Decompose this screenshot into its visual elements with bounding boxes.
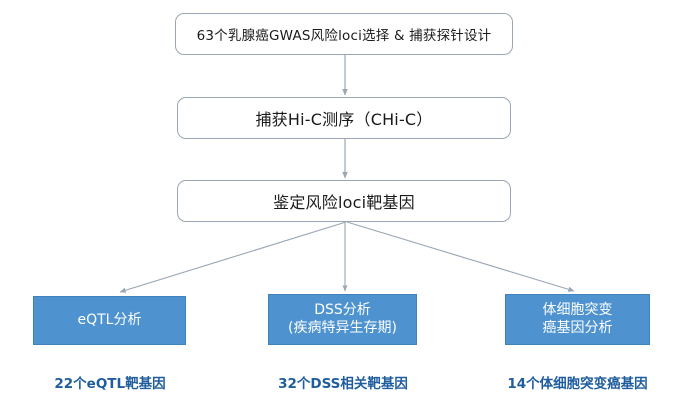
analysis-box-line-1: eQTL分析 (77, 311, 142, 328)
connector-stage2-analysis-somatic (346, 221, 575, 292)
stage-box-capture-hic: 捕获Hi-C测序（CHi-C） (177, 97, 511, 139)
stage-box-target-gene-identification: 鉴定风险loci靶基因 (177, 180, 511, 222)
result-label-eqtl-genes: 22个eQTL靶基因 (54, 376, 166, 392)
result-label-dss-genes: 32个DSS相关靶基因 (278, 376, 408, 392)
stage-box-label: 63个乳腺癌GWAS风险loci选择 & 捕获探针设计 (196, 28, 492, 44)
analysis-box-dss: DSS分析 (疾病特异生存期) (268, 294, 417, 345)
analysis-box-line-2: (疾病特异生存期) (288, 319, 397, 336)
stage-box-label: 捕获Hi-C测序（CHi-C） (255, 110, 433, 129)
stage-box-loci-selection: 63个乳腺癌GWAS风险loci选择 & 捕获探针设计 (175, 13, 513, 55)
analysis-box-line-1: DSS分析 (314, 301, 371, 318)
analysis-box-somatic-mutation: 体细胞突变 癌基因分析 (505, 294, 650, 345)
connector-stage2-analysis-eqtl (119, 221, 347, 293)
result-label-somatic-genes: 14个体细胞突变癌基因 (507, 376, 648, 392)
analysis-box-eqtl: eQTL分析 (33, 296, 186, 345)
stage-box-label: 鉴定风险loci靶基因 (273, 193, 415, 212)
analysis-box-line-1: 体细胞突变 (542, 301, 613, 318)
analysis-box-line-2: 癌基因分析 (542, 319, 613, 336)
